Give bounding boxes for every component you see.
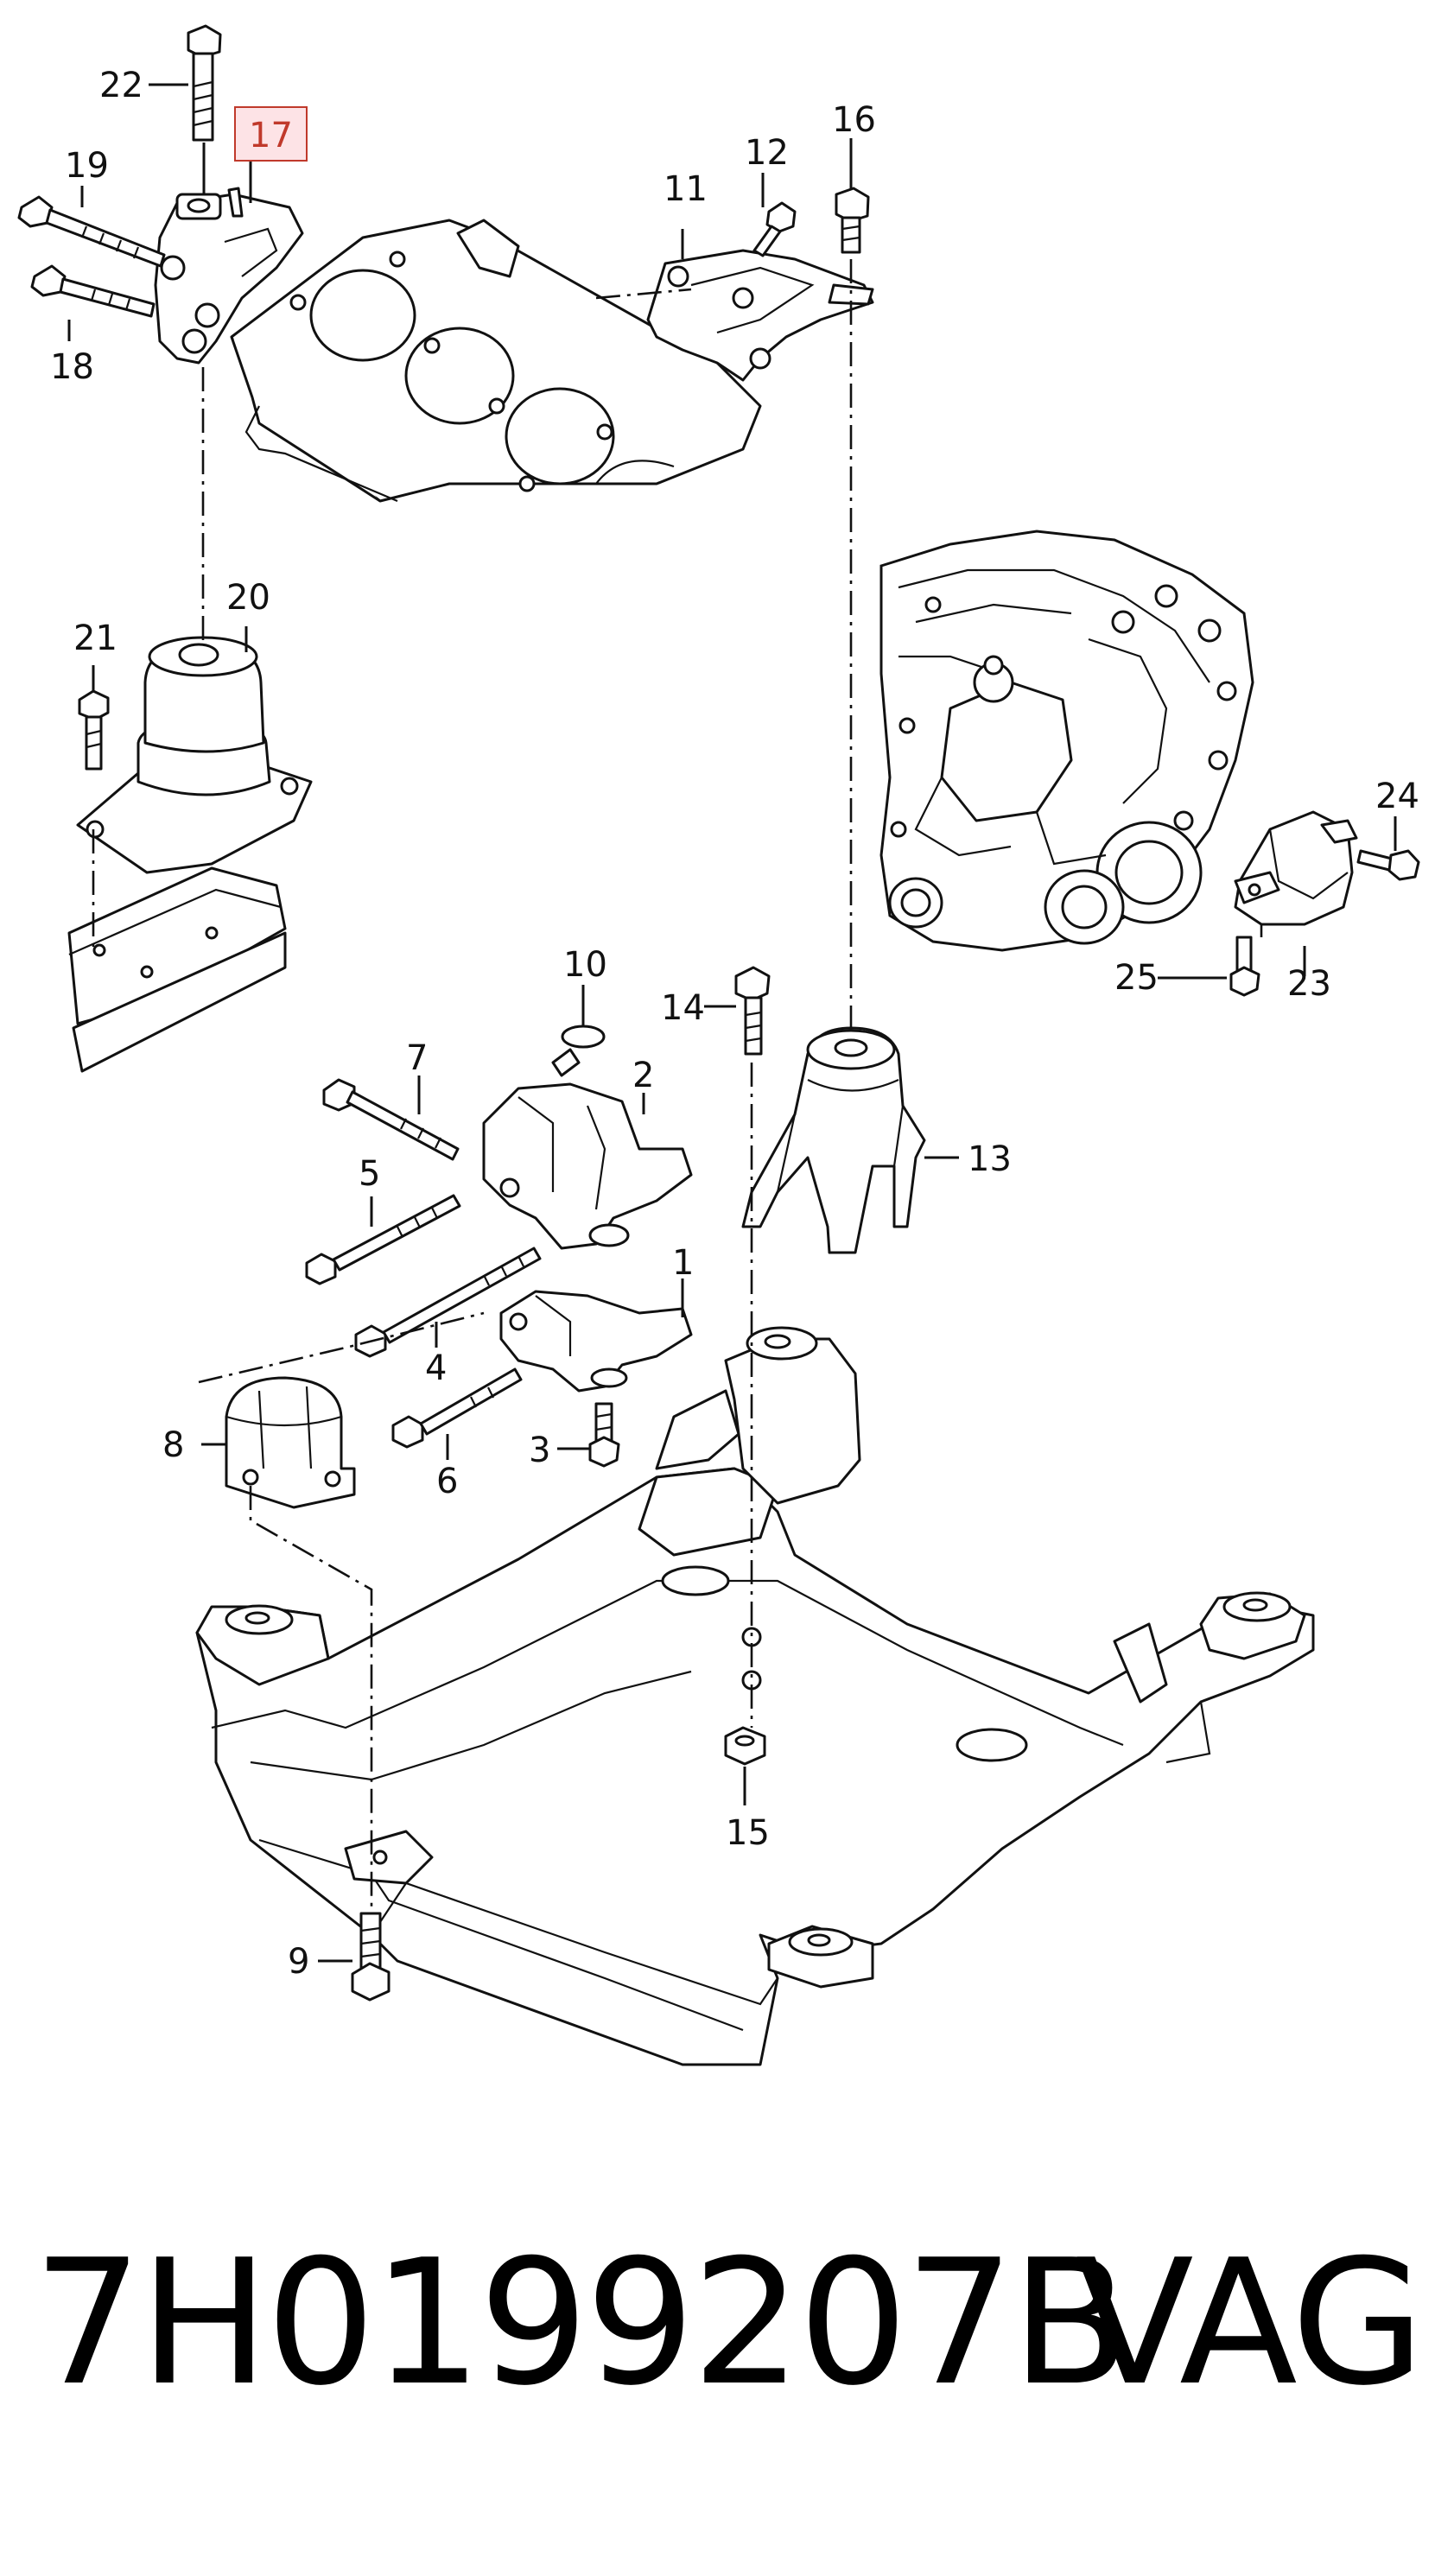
- label-24: 24: [1375, 777, 1419, 816]
- bolt-9: [351, 1912, 390, 2002]
- label-19: 19: [65, 146, 109, 186]
- label-16: 16: [832, 100, 876, 140]
- label-14: 14: [661, 988, 705, 1028]
- part-number: 7H0199207B: [33, 2223, 1130, 2424]
- bolt-7: [322, 1078, 460, 1161]
- label-9: 9: [288, 1942, 309, 1982]
- label-22: 22: [99, 66, 143, 105]
- part-labels: 22 17 19 18 11 12 16 20 21 24 25 23 10 1…: [50, 66, 1419, 1982]
- subframe: [195, 1326, 1315, 2066]
- label-20: 20: [226, 578, 270, 618]
- leader-lines: [67, 83, 1397, 1963]
- gearbox-mount-23: [1234, 810, 1358, 926]
- label-4: 4: [425, 1348, 447, 1388]
- engine-mount-20: [76, 636, 313, 874]
- bolt-5: [305, 1194, 461, 1285]
- label-3: 3: [529, 1431, 550, 1470]
- label-5: 5: [359, 1154, 380, 1194]
- engine-block-outline: [230, 219, 762, 503]
- assembly-centerlines: [92, 259, 1263, 1913]
- bolt-21: [78, 689, 110, 771]
- gearbox-support-bracket: [646, 249, 874, 382]
- label-18: 18: [50, 347, 94, 387]
- bolt-16: [835, 187, 870, 254]
- bolt-3: [588, 1402, 620, 1468]
- label-21: 21: [73, 619, 117, 658]
- label-17: 17: [249, 116, 293, 155]
- bolt-6: [391, 1367, 523, 1449]
- label-23: 23: [1287, 964, 1331, 1004]
- brand-name: VAG: [1076, 2223, 1425, 2424]
- label-15: 15: [726, 1813, 770, 1853]
- engine-support-bracket: [154, 187, 304, 365]
- bolt-22: [187, 24, 222, 142]
- label-11: 11: [664, 169, 708, 209]
- bolt-19: [17, 195, 166, 268]
- highlight-box-17: [234, 106, 308, 162]
- mount-upper-2: [482, 1082, 693, 1250]
- bolt-12: [752, 201, 797, 257]
- label-1: 1: [672, 1243, 694, 1283]
- bolt-14: [734, 966, 771, 1056]
- label-7: 7: [406, 1038, 428, 1078]
- bolt-25: [1229, 936, 1260, 997]
- label-8: 8: [162, 1425, 184, 1465]
- gearbox-housing: [879, 530, 1254, 952]
- label-12: 12: [745, 133, 789, 173]
- label-10: 10: [563, 945, 607, 985]
- mount-bracket-13: [741, 1026, 926, 1254]
- bolt-24: [1356, 849, 1420, 881]
- label-2: 2: [632, 1056, 654, 1095]
- side-rail: [67, 866, 287, 1073]
- mount-8: [225, 1376, 356, 1509]
- label-6: 6: [436, 1462, 458, 1501]
- label-13: 13: [968, 1139, 1012, 1179]
- mount-lower-1: [499, 1290, 693, 1393]
- label-25: 25: [1114, 958, 1159, 998]
- nut-15: [724, 1726, 766, 1766]
- bolt-18: [30, 264, 156, 318]
- clip-10: [551, 1025, 606, 1077]
